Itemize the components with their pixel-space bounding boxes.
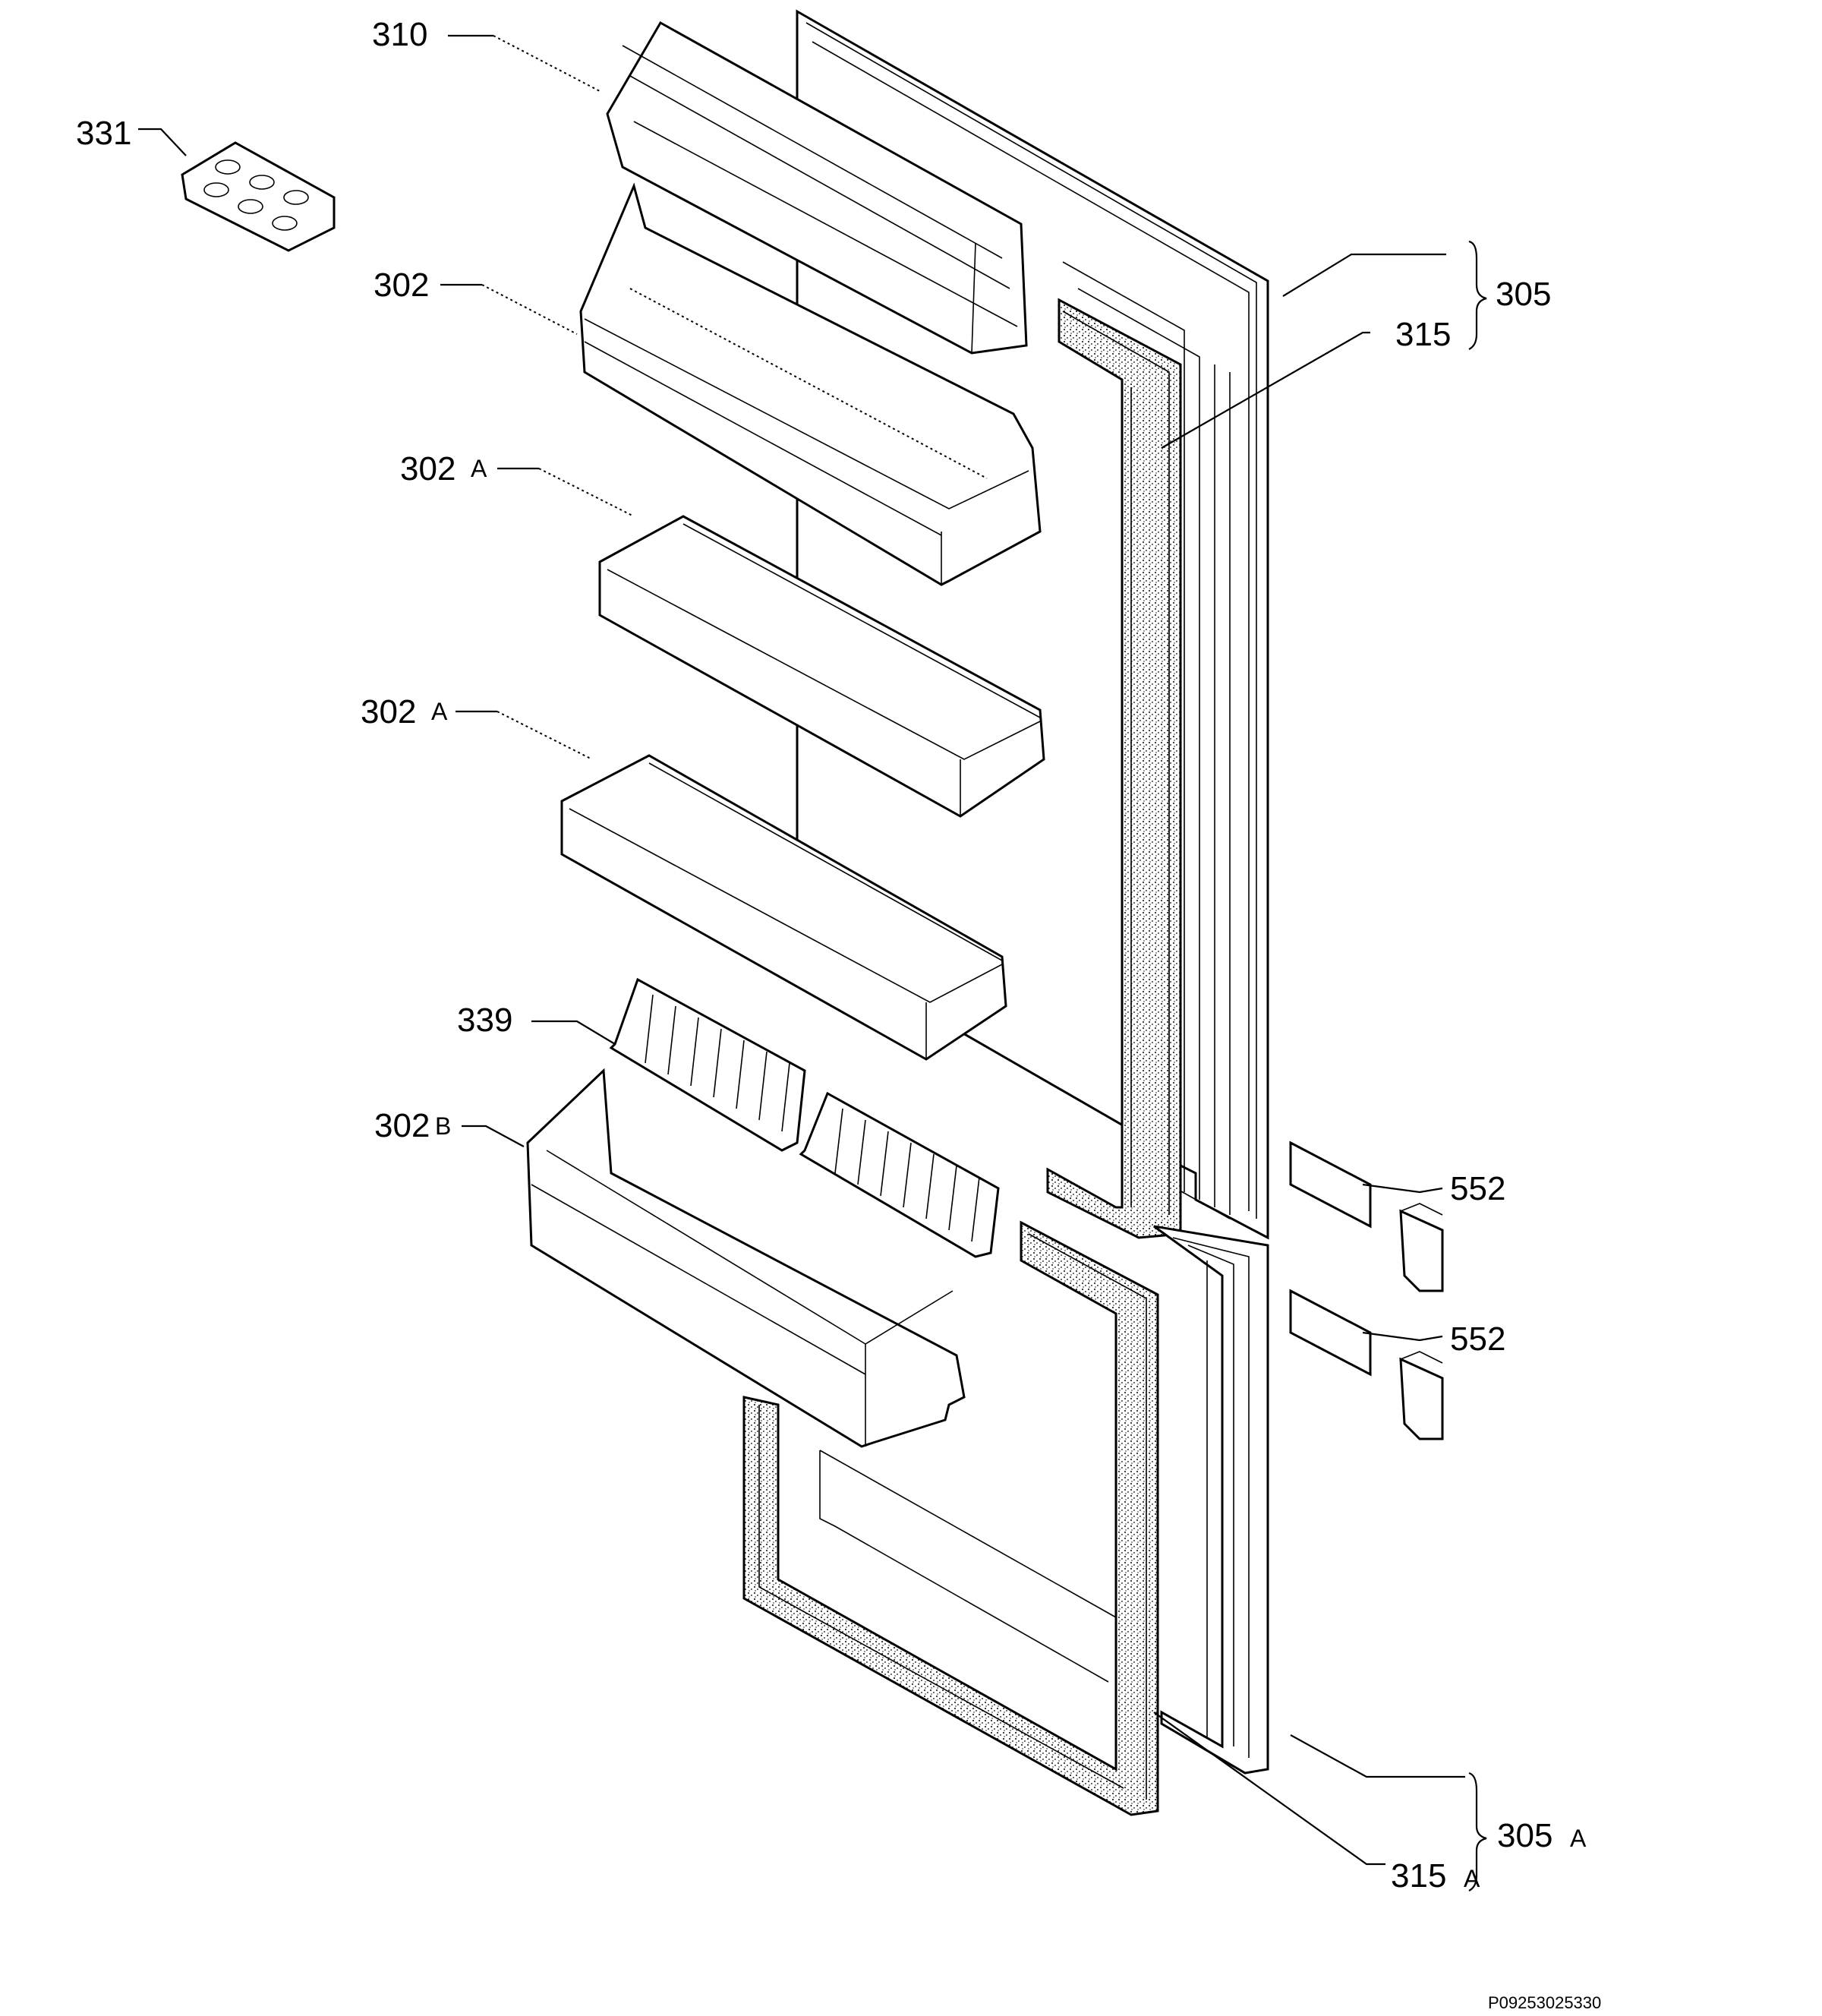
label-302a-1-suffix: A	[471, 455, 487, 482]
leader-lines	[138, 34, 1465, 1866]
part-302a-shelf-lower	[560, 754, 1007, 1061]
label-302a-1: 302	[400, 450, 456, 487]
part-339-bottle-retainer-right	[799, 1091, 1000, 1258]
label-339: 339	[457, 1002, 512, 1039]
label-305a-suffix: A	[1570, 1825, 1587, 1852]
label-305: 305	[1496, 276, 1551, 313]
label-315a: 315	[1391, 1857, 1446, 1895]
label-305a: 305	[1497, 1817, 1552, 1854]
label-302a-2-suffix: A	[431, 698, 448, 725]
label-302a-2: 302	[361, 693, 416, 730]
upper-door-gasket	[1046, 298, 1182, 1239]
lower-door-gasket	[742, 1220, 1159, 1816]
label-302b-suffix: B	[435, 1112, 451, 1140]
part-302b-bottle-shelf	[526, 1068, 966, 1448]
part-339-bottle-retainer-left	[609, 977, 806, 1152]
part-552-hinge-upper	[1289, 1141, 1444, 1292]
label-552-lower: 552	[1450, 1320, 1505, 1358]
label-310: 310	[372, 16, 427, 53]
brace-305	[1468, 240, 1487, 350]
label-331: 331	[76, 115, 131, 152]
part-302a-shelf-upper	[598, 515, 1045, 818]
label-315: 315	[1395, 316, 1451, 353]
lower-door-frame	[1153, 1225, 1269, 1775]
brace-305a	[1468, 1771, 1487, 1891]
drawing-code: P09253025330	[1488, 1993, 1601, 2012]
label-302b: 302	[374, 1107, 430, 1144]
label-302: 302	[374, 267, 429, 304]
part-310-lid	[606, 21, 1028, 355]
part-331-egg-tray	[181, 141, 336, 252]
label-552-upper: 552	[1450, 1170, 1505, 1207]
part-552-hinge-lower	[1289, 1289, 1444, 1440]
part-302-shelf	[579, 182, 1042, 586]
label-315a-suffix: A	[1464, 1865, 1480, 1892]
